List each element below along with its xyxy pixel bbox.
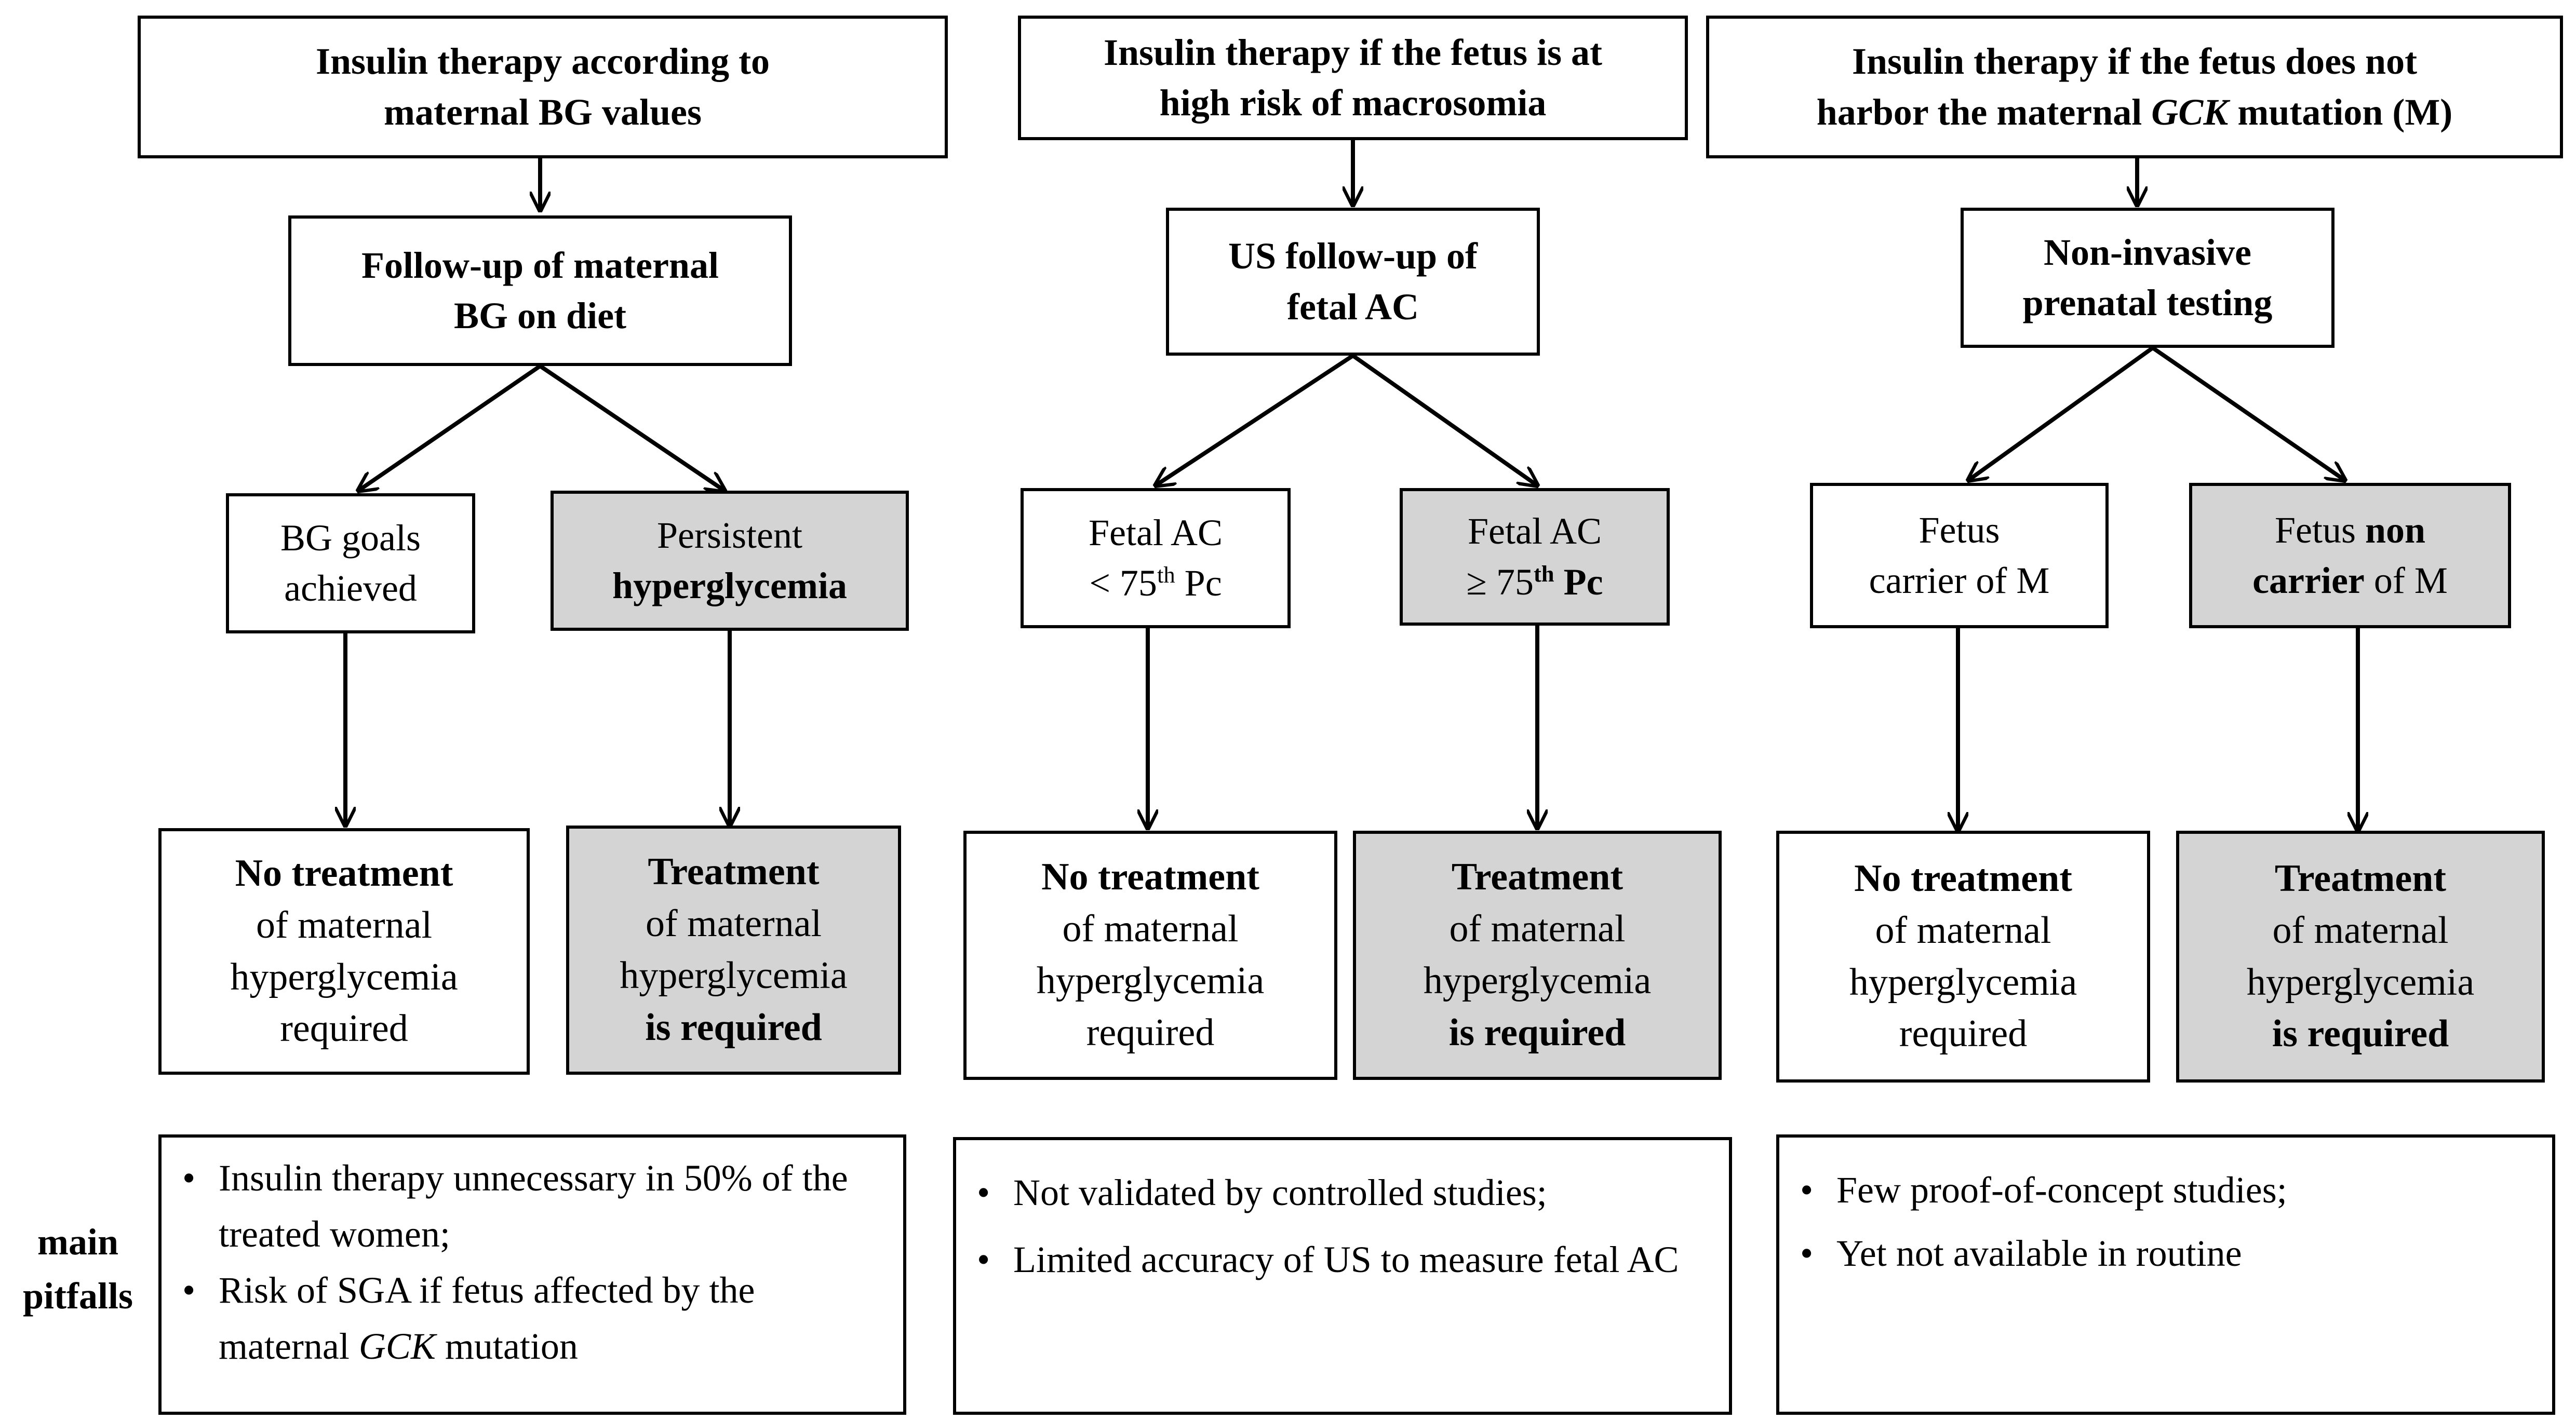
header-box-3: Insulin therapy if the fetus does not ha… <box>1706 16 2563 158</box>
followup-box-2: US follow-up of fetal AC <box>1166 208 1540 356</box>
treatment-line: of maternal <box>646 902 822 945</box>
no-treatment-line: required <box>1899 1012 2028 1056</box>
treatment-line: hyperglycemia <box>2246 961 2475 1004</box>
header-box-2: Insulin therapy if the fetus is at high … <box>1018 16 1688 140</box>
no-treatment-line: of maternal <box>256 903 432 946</box>
treatment-last-line: is required <box>1448 1011 1626 1054</box>
no-treatment-title: No treatment <box>235 851 453 895</box>
branch-right-box-3: Fetus non carrier of M <box>2189 483 2511 628</box>
arrow-followup-to-right-2 <box>1351 354 1537 485</box>
arrow-followup-to-right-3 <box>2151 346 2345 480</box>
branch-line: achieved <box>284 567 417 609</box>
no-treatment-box-1: No treatment of maternal hyperglycemia r… <box>158 828 530 1075</box>
arrow-followup-to-left-2 <box>1156 354 1354 485</box>
treatment-line: of maternal <box>2272 909 2449 952</box>
no-treatment-line: of maternal <box>1062 908 1239 951</box>
arrow-followup-to-right-1 <box>539 364 725 491</box>
arrow-followup-to-left-1 <box>358 364 542 491</box>
treatment-last-line: is required <box>2272 1012 2449 1056</box>
followup-line: BG on diet <box>453 295 627 336</box>
branch-line: BG goals <box>280 517 421 559</box>
branch-left-box-2: Fetal AC < 75th Pc <box>1021 488 1291 628</box>
pitfall-item: •Limited accuracy of US to measure fetal… <box>977 1239 1679 1281</box>
branch-line: Fetus non <box>2274 509 2426 551</box>
arrow-followup-to-left-3 <box>1968 346 2154 480</box>
no-treatment-box-2: No treatment of maternal hyperglycemia r… <box>963 831 1337 1080</box>
header-line: maternal BG values <box>384 91 702 133</box>
branch-right-box-2: Fetal AC ≥ 75th Pc <box>1400 488 1670 626</box>
treatment-box-3: Treatment of maternal hyperglycemia is r… <box>2176 831 2545 1083</box>
pitfall-item: •Insulin therapy unnecessary in 50% of t… <box>182 1157 848 1255</box>
treatment-box-2: Treatment of maternal hyperglycemia is r… <box>1353 831 1722 1080</box>
treatment-title: Treatment <box>1451 856 1624 899</box>
treatment-line: of maternal <box>1449 908 1626 951</box>
pitfalls-box-2: •Not validated by controlled studies; •L… <box>953 1137 1732 1415</box>
no-treatment-box-3: No treatment of maternal hyperglycemia r… <box>1776 831 2150 1083</box>
pitfalls-box-1: •Insulin therapy unnecessary in 50% of t… <box>158 1134 906 1415</box>
pitfall-item: •Not validated by controlled studies; <box>977 1172 1547 1213</box>
branch-line: carrier of M <box>1869 560 2050 601</box>
no-treatment-title: No treatment <box>1854 857 2072 900</box>
pitfalls-box-3: •Few proof-of-concept studies; •Yet not … <box>1776 1134 2555 1415</box>
no-treatment-line: hyperglycemia <box>1036 959 1265 1002</box>
treatment-line: hyperglycemia <box>620 954 848 997</box>
branch-right-box-1: Persistent hyperglycemia <box>551 491 909 631</box>
header-box-1: Insulin therapy according to maternal BG… <box>138 16 948 158</box>
no-treatment-line: of maternal <box>1875 909 2051 952</box>
treatment-line: hyperglycemia <box>1423 959 1652 1002</box>
main-pitfalls-label: main pitfalls <box>22 1221 133 1317</box>
header-line: harbor the maternal GCK mutation (M) <box>1816 91 2453 133</box>
header-line: Insulin therapy according to <box>315 40 770 83</box>
followup-line: prenatal testing <box>2022 282 2273 323</box>
header-line: high risk of macrosomia <box>1159 82 1547 124</box>
treatment-title: Treatment <box>648 850 820 894</box>
treatment-box-1: Treatment of maternal hyperglycemia is r… <box>566 826 901 1075</box>
followup-line: Non-invasive <box>2043 231 2252 273</box>
branch-line: Fetus <box>1918 509 2000 551</box>
branch-left-box-1: BG goals achieved <box>226 493 475 633</box>
no-treatment-line: hyperglycemia <box>230 955 458 998</box>
no-treatment-line: required <box>280 1007 408 1050</box>
branch-line: < 75th Pc <box>1089 562 1222 604</box>
branch-left-box-3: Fetus carrier of M <box>1810 483 2109 628</box>
pitfall-item: •Yet not available in routine <box>1800 1233 2242 1275</box>
header-line: Insulin therapy if the fetus does not <box>1852 40 2418 83</box>
followup-line: US follow-up of <box>1228 235 1478 277</box>
branch-line: carrier of M <box>2252 560 2448 601</box>
followup-line: Follow-up of maternal <box>361 244 719 286</box>
header-line: Insulin therapy if the fetus is at <box>1103 31 1603 73</box>
followup-line: fetal AC <box>1287 286 1419 328</box>
followup-box-3: Non-invasive prenatal testing <box>1961 208 2334 348</box>
branch-line: ≥ 75th Pc <box>1466 560 1603 603</box>
no-treatment-title: No treatment <box>1041 856 1259 899</box>
no-treatment-line: required <box>1086 1011 1215 1054</box>
followup-box-1: Follow-up of maternal BG on diet <box>288 215 792 366</box>
branch-line: hyperglycemia <box>612 565 847 606</box>
branch-line: Fetal AC <box>1467 510 1602 552</box>
branch-line: Persistent <box>657 514 802 556</box>
pitfall-item: •Risk of SGA if fetus affected by the ma… <box>182 1269 755 1367</box>
treatment-title: Treatment <box>2274 857 2447 900</box>
branch-line: Fetal AC <box>1088 511 1223 553</box>
treatment-last-line: is required <box>645 1006 822 1049</box>
no-treatment-line: hyperglycemia <box>1849 961 2077 1004</box>
pitfall-item: •Few proof-of-concept studies; <box>1800 1169 2287 1211</box>
